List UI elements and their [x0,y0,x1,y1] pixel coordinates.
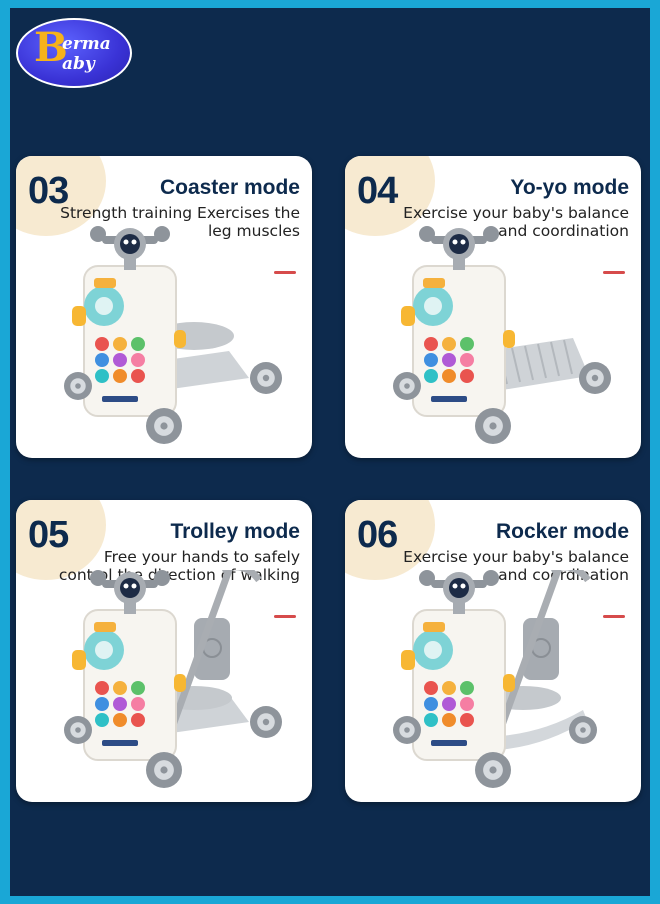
logo-letter: B [34,24,68,71]
walker-illustration-coaster [64,226,282,444]
mode-title: Yo-yo mode [510,176,629,199]
mode-number: 05 [28,514,69,556]
accent-dash [603,615,625,618]
walker-illustration-trolley [64,570,282,788]
accent-dash [603,271,625,274]
mode-number: 06 [357,514,398,556]
mode-description: Strength training Exercises the leg musc… [60,204,300,240]
logo-word-1: erma [62,34,111,54]
mode-card-rocker: 06 Rocker mode Exercise your baby's bala… [345,500,641,802]
mode-number: 03 [28,170,69,212]
walker-illustration-yoyo [393,226,611,444]
accent-dash [274,615,296,618]
mode-description: Exercise your baby's balance and coordin… [403,204,629,240]
mode-title: Trolley mode [170,520,300,543]
mode-title: Rocker mode [495,520,629,543]
mode-title: Coaster mode [159,176,300,199]
mode-number: 04 [357,170,398,212]
mode-card-trolley: 05 Trolley mode Free your hands to safel… [16,500,312,802]
mode-card-yoyo: 04 Yo-yo mode Exercise your baby's balan… [345,156,641,458]
brand-logo: B erma aby [16,18,132,88]
mode-description: Exercise your baby's balance and coordin… [403,548,629,584]
accent-dash [274,271,296,274]
logo-word-2: aby [62,54,95,74]
walker-illustration-rocker [393,570,597,788]
mode-card-coaster: 03 Coaster mode Strength training Exerci… [16,156,312,458]
